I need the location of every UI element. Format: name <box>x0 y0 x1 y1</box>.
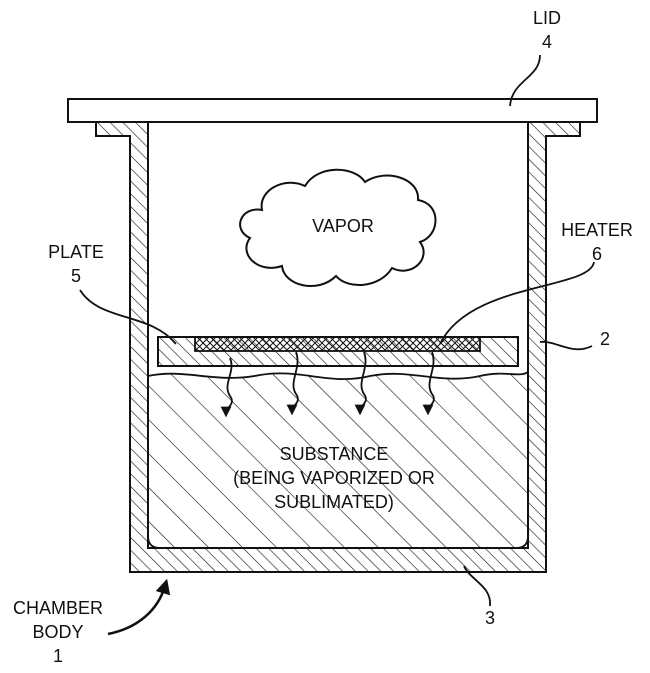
body-arrow <box>107 578 171 636</box>
body-label-line2: BODY <box>32 622 83 642</box>
heater <box>194 336 481 352</box>
heater-number: 6 <box>592 244 602 264</box>
wall-number: 2 <box>600 329 610 349</box>
plate-label: PLATE <box>48 242 104 262</box>
vapor-cloud <box>239 168 437 287</box>
flow-arrow <box>220 357 233 418</box>
flow-arrow <box>286 351 299 416</box>
substance <box>147 370 529 549</box>
heater-label: HEATER <box>561 220 633 240</box>
bottom-leader <box>463 565 491 607</box>
wall-leader <box>539 341 593 351</box>
substance-line1: SUBSTANCE <box>280 444 389 464</box>
lid-label: LID <box>533 8 561 28</box>
vapor-label: VAPOR <box>312 216 374 236</box>
lid-number: 4 <box>542 32 552 52</box>
substance-line3: SUBLIMATED) <box>274 492 394 512</box>
plate-leader <box>79 289 177 345</box>
flow-arrow <box>354 351 367 416</box>
body-label-line1: CHAMBER <box>13 598 103 618</box>
plate-number: 5 <box>71 266 81 286</box>
chamber-wall <box>95 121 581 573</box>
heater-leader <box>439 261 595 345</box>
lid-leader <box>509 54 541 107</box>
flow-arrow <box>422 351 435 416</box>
bottom-number: 3 <box>485 608 495 628</box>
substance-line2: (BEING VAPORIZED OR <box>233 468 435 488</box>
body-number: 1 <box>53 646 63 666</box>
lid <box>67 98 598 123</box>
